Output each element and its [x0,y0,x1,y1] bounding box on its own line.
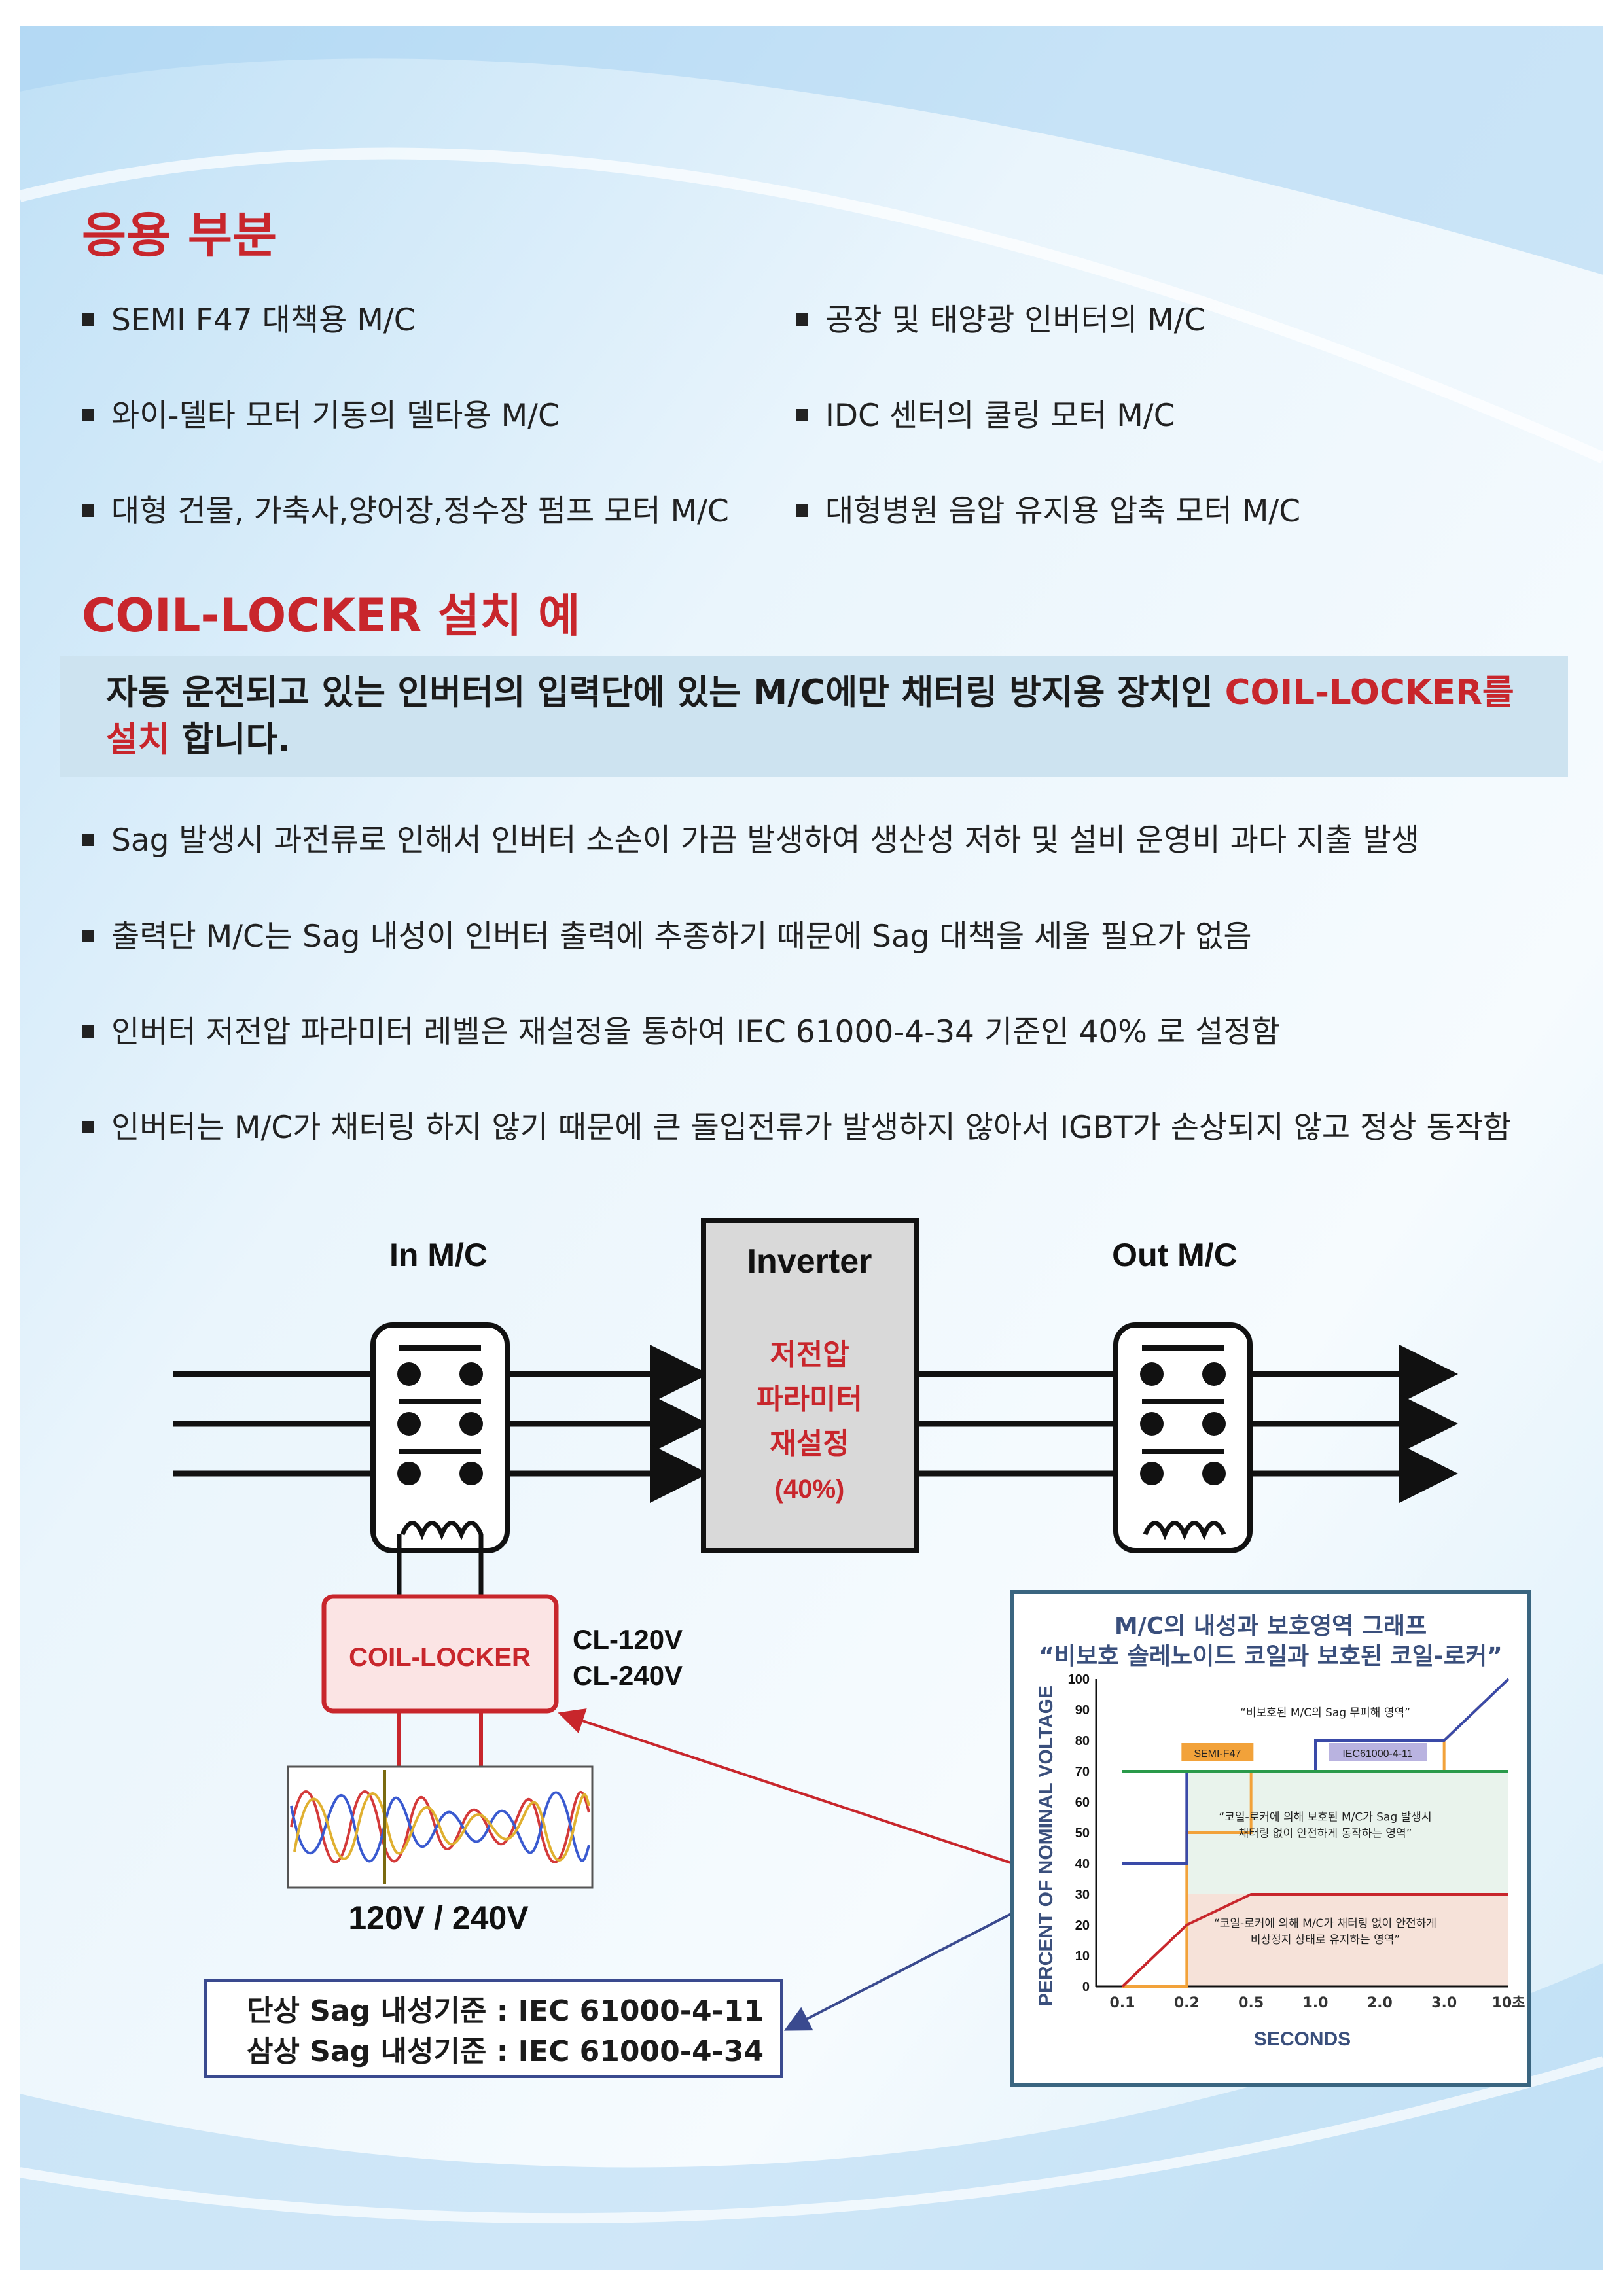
installation-item: 출력단 M/C는 Sag 내성이 인버터 출력에 추종하기 때문에 Sag 대책… [82,911,1252,956]
standard-row: 삼상 Sag 내성기준 : IEC 61000-4-34 [247,2035,764,2068]
bullet-square-icon [82,930,94,942]
legend-label: IEC61000-4-11 [1342,1748,1412,1759]
bullet-square-icon [82,504,94,517]
in-contactor-symbol [370,1322,510,1597]
tolerance-chart-panel: M/C의 내성과 보호영역 그래프 “비보호 솔레노이드 코일과 보호된 코일-… [1010,1590,1531,2087]
y-tick-label: 0 [1082,1980,1090,1994]
installation-banner: 자동 운전되고 있는 인버터의 입력단에 있는 M/C에만 채터링 방지용 장치… [60,656,1568,777]
legend-label: SEMI-F47 [1194,1748,1241,1759]
y-axis-label: PERCENT OF NOMINAL VOLTAGE [1035,1686,1057,2006]
waveform-thumbnail [287,1765,594,1889]
banner-text: 자동 운전되고 있는 인버터의 입력단에 있는 M/C에만 채터링 방지용 장치… [106,673,1225,713]
x-axis-label: SECONDS [1254,2028,1351,2050]
chart-subtitle: “비보호 솔레노이드 코일과 보호된 코일-로커” [1039,1643,1503,1670]
y-tick-label: 10 [1075,1949,1090,1964]
out-mc-label: Out M/C [1112,1237,1238,1273]
y-tick-label: 100 [1068,1672,1090,1687]
banner-highlight: 설치 [106,720,170,760]
legend-tag [1329,1743,1427,1761]
inverter-label: Inverter [747,1243,872,1280]
banner-text: 합니다. [169,720,291,760]
emergency-hold-region [1186,1894,1508,1987]
bullet-square-icon [82,409,94,421]
coil-locker-box: COIL-LOCKER [321,1594,559,1767]
in-mc-label: In M/C [389,1237,488,1273]
bullet-square-icon [82,1121,94,1133]
x-tick-label: 0.2 [1174,1995,1200,2011]
out-contactor-symbol [1113,1322,1253,1553]
application-item: SEMI F47 대책용 M/C [82,294,416,340]
section-title-applications: 응용 부분 [82,207,277,264]
application-item: 대형병원 음압 유지용 압축 모터 M/C [796,486,1300,531]
installation-item: 인버터 저전압 파라미터 레벨은 재설정을 통하여 IEC 61000-4-34… [82,1006,1280,1051]
chart-annotation: “코일-로커에 의해 M/C가 채터링 없이 안전하게 [1214,1917,1436,1930]
y-tick-label: 30 [1075,1888,1090,1902]
legend-tag [1181,1743,1254,1761]
application-item: IDC 센터의 쿨링 모터 M/C [796,390,1175,435]
inverter-box: Inverter 저전압 파라미터 재설정 (40%) [701,1218,919,1553]
y-tick-label: 60 [1075,1795,1090,1810]
bullet-square-icon [796,409,808,421]
bullet-square-icon [82,834,94,846]
y-tick-label: 40 [1075,1857,1090,1871]
installation-item: Sag 발생시 과전류로 인해서 인버터 소손이 가끔 발생하여 생산성 저하 … [82,815,1419,860]
bullet-square-icon [82,1025,94,1038]
x-tick-label: 1.0 [1303,1995,1329,2011]
y-tick-label: 20 [1075,1918,1090,1933]
chart-annotation: “코일-로커에 의해 보호된 M/C가 Sag 발생시 [1219,1811,1431,1824]
model-label: CL-240V [573,1660,683,1691]
y-tick-label: 70 [1075,1765,1090,1779]
inverter-setting-line: 파라미터 [757,1383,863,1416]
x-tick-label: 3.0 [1431,1995,1457,2011]
chart-title: M/C의 내성과 보호영역 그래프 [1114,1613,1427,1640]
y-tick-label: 90 [1075,1703,1090,1718]
x-tick-label: 10초 [1492,1995,1525,2011]
series-line [1122,1678,1510,1988]
chart-annotation: 비상정지 상태로 유지하는 영역” [1251,1934,1400,1947]
x-tick-label: 2.0 [1367,1995,1393,2011]
chart-annotation: “비보호된 M/C의 Sag 무피해 영역” [1240,1706,1410,1720]
y-tick-label: 50 [1075,1826,1090,1841]
inverter-setting-line: 저전압 [770,1338,849,1371]
chart-annotation: 채터링 없이 안전하게 동작하는 영역” [1238,1828,1412,1841]
standard-row: 단상 Sag 내성기준 : IEC 61000-4-11 [247,1994,764,2028]
series-line [1121,1893,1508,1988]
x-tick-label: 0.5 [1238,1995,1264,2011]
bullet-square-icon [82,313,94,326]
x-tick-label: 0.1 [1110,1995,1135,2011]
application-item: 대형 건물, 가축사,양어장,정수장 펌프 모터 M/C [82,486,729,531]
application-item: 와이-델타 모터 기동의 델타용 M/C [82,390,560,435]
model-label: CL-120V [573,1624,683,1655]
y-tick-label: 80 [1075,1734,1090,1748]
sag-standards-box: 단상 Sag 내성기준 : IEC 61000-4-11 삼상 Sag 내성기준… [204,1979,783,2078]
inverter-setting-line: (40%) [775,1475,845,1504]
bullet-square-icon [796,504,808,517]
section-title-installation: COIL-LOCKER 설치 예 [82,589,580,643]
banner-highlight: COIL-LOCKER를 [1224,673,1514,713]
tolerance-chart: 0 10 20 30 40 50 60 70 80 90 100 0.1 0.2 0.5 1.0 2.0 3.0… [1035,1672,1525,2050]
voltage-label: 120V / 240V [348,1899,529,1936]
inverter-setting-line: 재설정 [770,1427,849,1460]
coil-locker-label: COIL-LOCKER [349,1643,531,1672]
installation-item: 인버터는 M/C가 채터링 하지 않기 때문에 큰 돌입전류가 발생하지 않아서… [82,1102,1511,1147]
application-item: 공장 및 태양광 인버터의 M/C [796,294,1205,340]
bullet-square-icon [796,313,808,326]
